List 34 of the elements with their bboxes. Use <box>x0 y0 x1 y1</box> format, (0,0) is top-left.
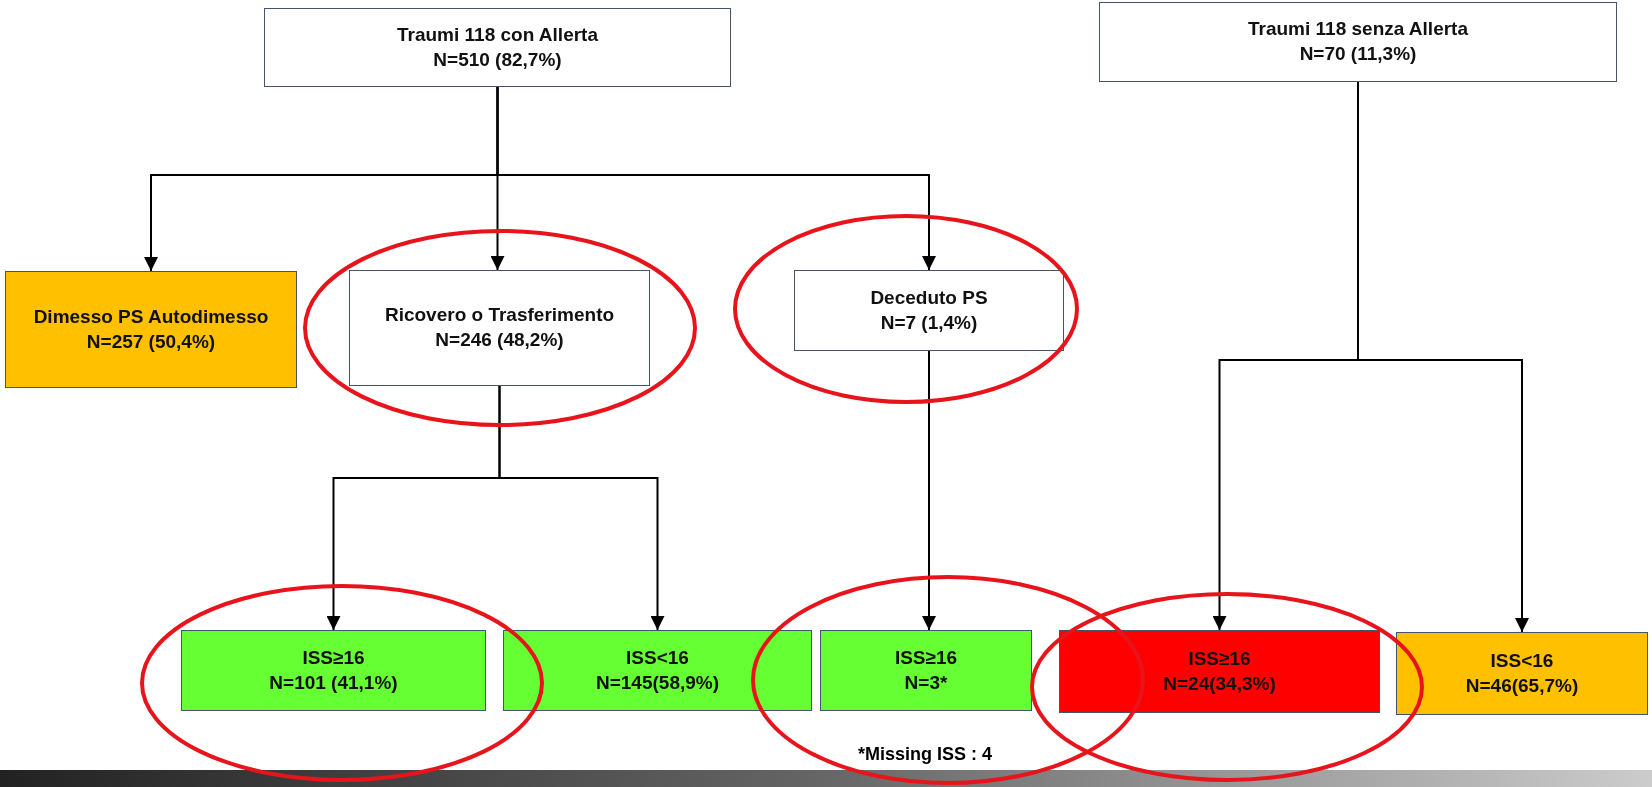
flow-box <box>820 630 1032 711</box>
box-title: Traumi 118 senza Allerta <box>1248 17 1468 42</box>
box-title: Dimesso PS Autodimesso <box>33 304 269 329</box>
count-text: N=257 (50,4%) <box>86 329 216 354</box>
box-title: ISS<16 <box>626 645 689 670</box>
count-text: N=145(58,9%) <box>595 670 719 695</box>
box-title: Deceduto PS <box>870 285 988 310</box>
count-text: N=101 (41,1%) <box>269 670 398 695</box>
count-text: N=24(34,3%) <box>1163 671 1276 696</box>
flow-box <box>264 8 731 87</box>
count-text: N=246 (48,2%) <box>435 328 564 352</box>
count-text: N=46(65,7%) <box>1465 673 1579 698</box>
footnote: *Missing ISS : 4 <box>858 744 993 765</box>
count-text: N=510 (82,7%) <box>433 47 562 72</box>
box-title: Traumi 118 con Allerta <box>397 22 598 47</box>
flow-box <box>1396 632 1648 715</box>
box-title: ISS≥16 <box>1188 646 1251 671</box>
box-title: ISS<16 <box>1490 648 1554 673</box>
arrow <box>498 385 665 631</box>
flow-box <box>5 271 297 388</box>
flow-box <box>503 630 812 711</box>
count-text: N=3* <box>904 670 948 695</box>
flow-box <box>794 270 1064 351</box>
count-text: N=7 (1,4%) <box>880 310 978 335</box>
box-title: ISS≥16 <box>302 645 365 670</box>
flow-box <box>349 270 650 386</box>
flow-box <box>1099 2 1617 82</box>
flow-box <box>1059 630 1380 713</box>
count-text: N=70 (11,3%) <box>1299 42 1417 66</box>
arrow <box>496 86 936 271</box>
flow-box <box>181 630 486 711</box>
box-title: ISS≥16 <box>894 645 958 670</box>
box-title: Ricovero o Trasferimento <box>384 303 615 328</box>
arrow <box>922 350 936 631</box>
